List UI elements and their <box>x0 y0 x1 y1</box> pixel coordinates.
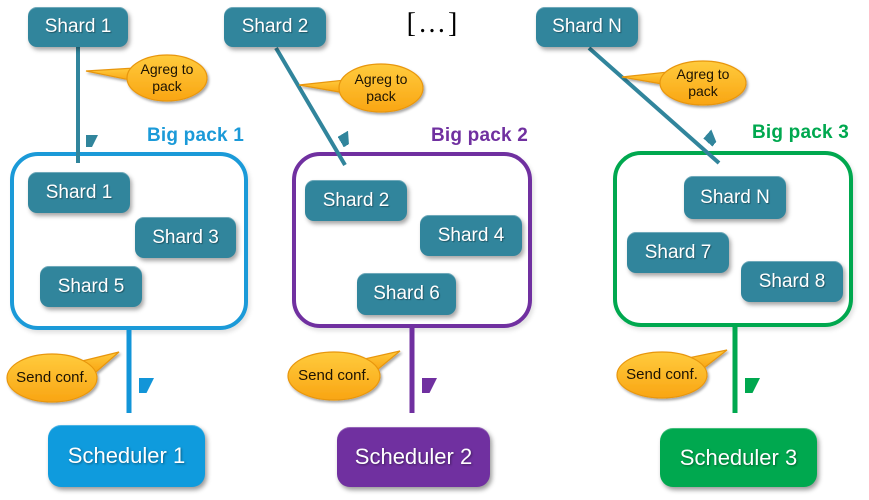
send-callout-1-label: Send conf. <box>16 369 88 386</box>
agreg-callout-3-label: Agreg to pack <box>676 66 730 100</box>
send-callout-3-label: Send conf. <box>626 366 698 383</box>
send-callout-2-label: Send conf. <box>298 367 370 384</box>
scheduler-3-box: Scheduler 3 <box>660 428 817 487</box>
pack2-shard-2-box: Shard 2 <box>305 180 407 221</box>
agreg-callout-2-label: Agreg to pack <box>354 71 408 105</box>
big-pack-2-title: Big pack 2 <box>430 125 528 146</box>
big-pack-1-container <box>10 152 248 330</box>
top-shard-1-box: Shard 1 <box>28 7 128 47</box>
pack3-shard-n-box: Shard N <box>684 176 786 219</box>
top-shard-n-box: Shard N <box>536 7 638 47</box>
pack2-shard-4-box: Shard 4 <box>420 215 522 256</box>
agreg-callout-1-label: Agreg to pack <box>140 61 194 95</box>
top-shard-2-box: Shard 2 <box>224 7 326 47</box>
scheduler-1-box: Scheduler 1 <box>48 425 205 487</box>
pack1-shard-1-box: Shard 1 <box>28 172 130 213</box>
scheduler-2-box: Scheduler 2 <box>337 427 490 487</box>
big-pack-3-container <box>613 151 853 327</box>
pack2-shard-6-box: Shard 6 <box>357 273 456 315</box>
pack1-shard-5-box: Shard 5 <box>40 266 142 307</box>
pack3-shard-7-box: Shard 7 <box>627 232 729 273</box>
pack3-shard-8-box: Shard 8 <box>741 261 843 302</box>
ellipsis-label: […] <box>406 8 460 39</box>
pack1-shard-3-box: Shard 3 <box>135 217 236 258</box>
big-pack-2-container <box>292 152 532 328</box>
big-pack-1-title: Big pack 1 <box>146 125 244 146</box>
big-pack-3-title: Big pack 3 <box>751 122 849 143</box>
